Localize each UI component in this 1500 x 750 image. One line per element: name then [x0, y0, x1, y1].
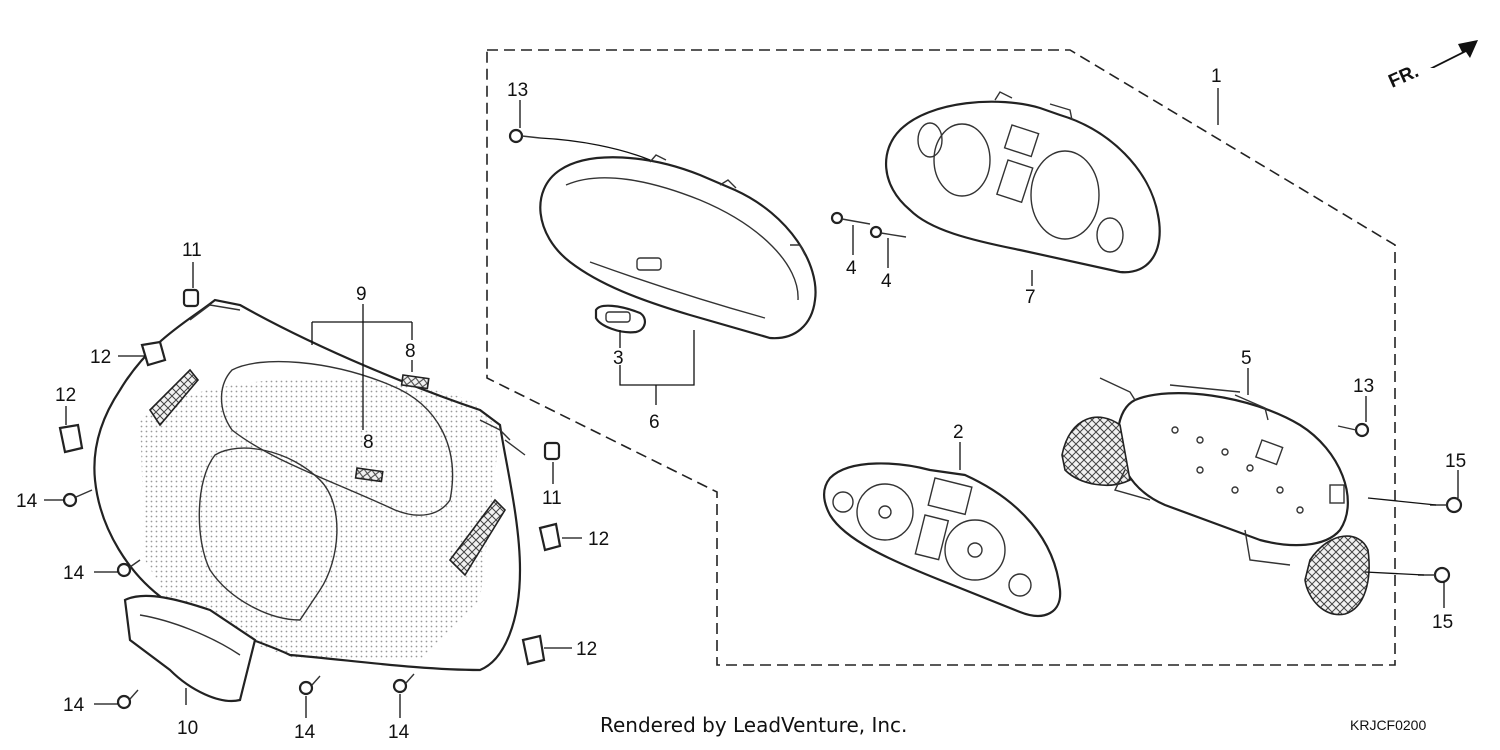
speedometer-face-part-2 [822, 462, 1062, 617]
callout-5: 5 [1241, 348, 1252, 369]
callout-7: 7 [1025, 287, 1036, 308]
meter-visor-part-7 [884, 91, 1161, 274]
callout-12-a: 12 [90, 347, 111, 368]
screw-part-14-a [62, 489, 93, 508]
callout-14-d: 14 [294, 722, 316, 743]
cushion-part-8-upper [400, 374, 430, 390]
callout-14-e: 14 [388, 722, 410, 743]
assembly-boundary [486, 49, 1396, 666]
callout-9: 9 [356, 284, 367, 305]
callout-15-lower: 15 [1432, 612, 1453, 633]
front-direction-label: FR. [1385, 61, 1422, 93]
clip-part-11-upper [182, 288, 200, 308]
screw-part-13-upper [508, 128, 541, 144]
callout-14-b: 14 [63, 563, 85, 584]
inner-cover-part-9 [93, 298, 526, 672]
lower-trim-part-10 [123, 594, 257, 703]
callout-labels: 1 7 13 4 4 3 6 5 13 15 15 2 9 8 8 11 11 … [16, 66, 1466, 743]
callout-12-b: 12 [55, 385, 76, 406]
diagram-code: KRJCF0200 [1350, 717, 1426, 733]
screw-part-4-a [830, 211, 871, 225]
screw-part-14-d [298, 675, 321, 696]
front-direction-arrow: FR. [1385, 40, 1478, 93]
clip-part-12-b [58, 423, 84, 454]
callout-8-upper: 8 [405, 341, 416, 362]
callout-4-a: 4 [846, 258, 857, 279]
cushion-part-8-lower [354, 467, 384, 483]
meter-case-part-6 [539, 154, 817, 340]
callout-1: 1 [1211, 66, 1222, 87]
meter-base-part-5 [1061, 377, 1370, 616]
callout-15-upper: 15 [1445, 451, 1466, 472]
lamp-socket-part-3 [594, 304, 646, 334]
screw-part-13-right [1337, 422, 1370, 438]
callout-13-upper: 13 [507, 80, 528, 101]
screw-part-4-b [869, 225, 907, 239]
callout-4-b: 4 [881, 271, 892, 292]
callout-12-c: 12 [588, 529, 609, 550]
rendered-by-credit: Rendered by LeadVenture, Inc. [600, 713, 907, 737]
callout-10: 10 [177, 718, 198, 739]
callout-12-d: 12 [576, 639, 597, 660]
clip-part-12-d [521, 634, 546, 666]
callout-3: 3 [613, 348, 624, 369]
screw-part-14-e [392, 673, 415, 694]
callout-6: 6 [649, 412, 660, 433]
clip-part-12-c [538, 522, 562, 552]
screw-part-14-b [116, 559, 141, 578]
callout-13-right: 13 [1353, 376, 1374, 397]
callout-11-upper: 11 [182, 240, 202, 261]
callout-11-right: 11 [542, 488, 562, 509]
screw-part-14-c [116, 689, 139, 710]
clip-part-12-a [140, 340, 167, 367]
leader-lines [44, 88, 1459, 718]
callout-14-a: 14 [16, 491, 38, 512]
callout-2: 2 [953, 422, 964, 443]
callout-8-lower: 8 [363, 432, 374, 453]
callout-14-c: 14 [63, 695, 85, 716]
clip-part-11-right [543, 441, 561, 461]
